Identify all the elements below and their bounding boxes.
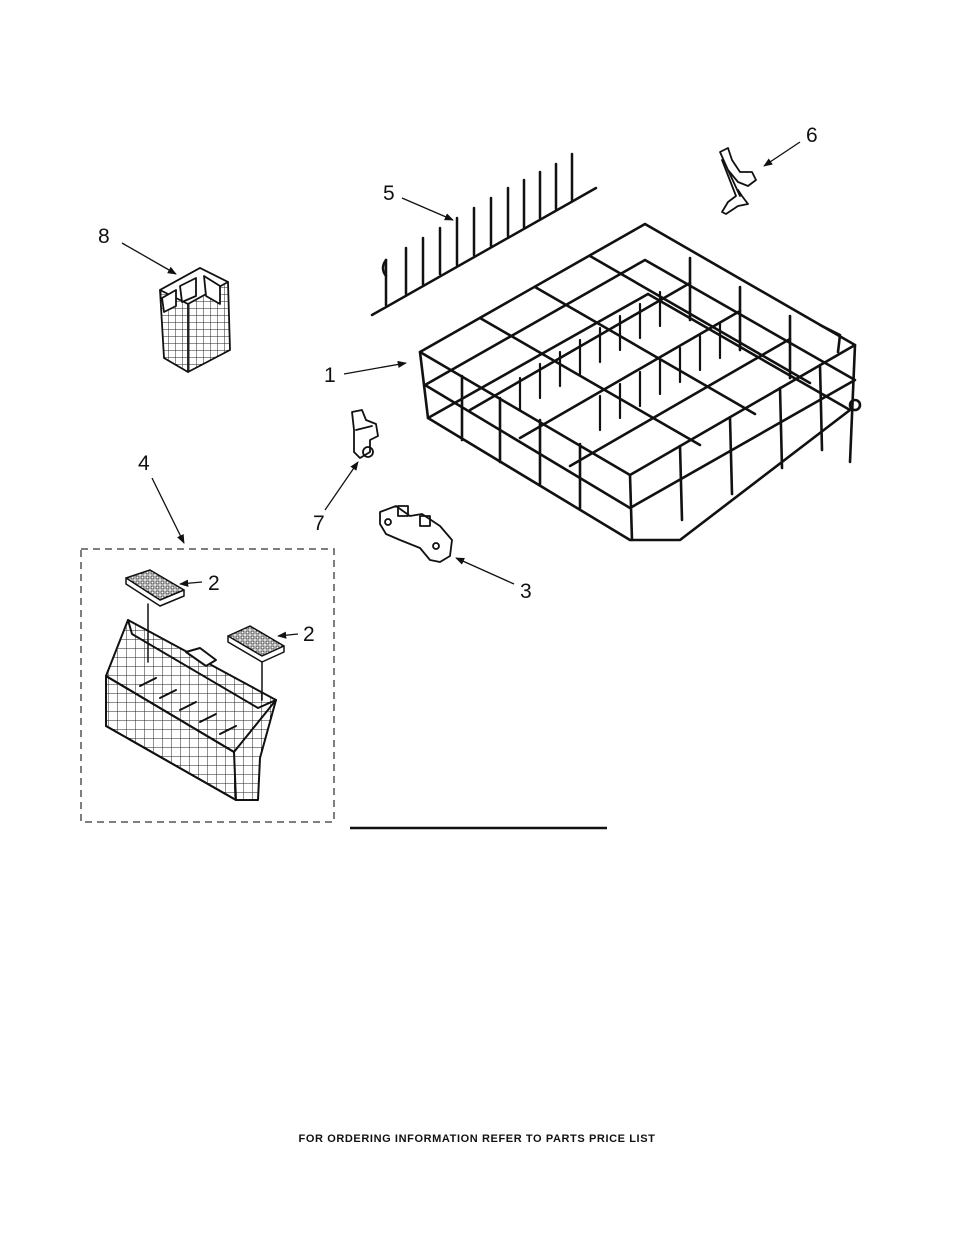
leader-lines <box>121 141 801 639</box>
callout-2-lower: 2 <box>303 623 315 646</box>
leader-6 <box>763 141 801 167</box>
tine-row-part-5 <box>370 152 598 317</box>
leader-1 <box>343 360 407 375</box>
small-basket-part-8 <box>159 267 231 373</box>
part-4-group-frame <box>80 548 335 823</box>
leader-5 <box>401 197 454 221</box>
callout-2-upper: 2 <box>208 572 220 595</box>
leader-4 <box>151 477 185 544</box>
clip-part-7 <box>351 409 379 459</box>
callout-7: 7 <box>313 512 325 535</box>
callout-5: 5 <box>383 182 395 205</box>
leader-2a <box>179 579 203 587</box>
bracket-part-6 <box>719 147 757 215</box>
callout-8: 8 <box>98 225 110 248</box>
callout-3: 3 <box>520 580 532 603</box>
footer-note: FOR ORDERING INFORMATION REFER TO PARTS … <box>298 1133 656 1145</box>
leader-2b <box>277 631 299 639</box>
basket-cover-part-2-b <box>227 625 285 701</box>
callout-4: 4 <box>138 452 150 475</box>
rack-tines <box>518 290 722 432</box>
carrier-part-3 <box>379 505 453 563</box>
callout-1: 1 <box>324 364 336 387</box>
leader-7 <box>324 461 359 511</box>
large-basket-part-4 <box>105 619 277 801</box>
leader-8 <box>121 242 177 275</box>
leader-3 <box>455 557 515 585</box>
callout-6: 6 <box>806 124 818 147</box>
